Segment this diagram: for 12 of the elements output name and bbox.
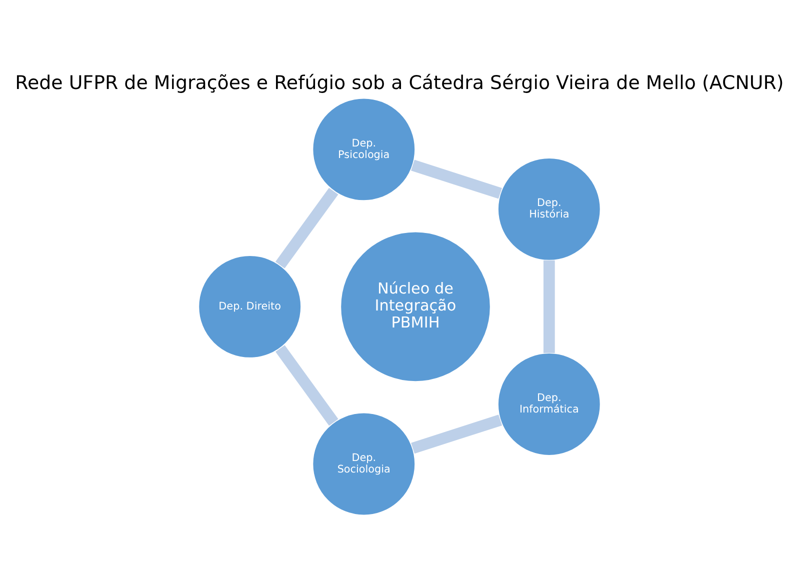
node-circle: Dep. Psicologia [312, 98, 416, 202]
connector [411, 160, 502, 199]
node-circle: Dep. História [498, 158, 601, 261]
connector [276, 345, 338, 426]
node-circle: Dep. Direito [198, 255, 302, 358]
node-circle: Dep. Informática [498, 352, 601, 456]
node-circle: Dep. Sociologia [312, 412, 416, 516]
connector [543, 260, 555, 353]
diagram-title: Rede UFPR de Migrações e Refúgio sob a Cátedra Sérgio Vieira de Mello (ACNUR) [15, 72, 784, 94]
connector [275, 188, 338, 268]
node-circle: Núcleo de Integração PBMIH [340, 231, 491, 382]
connector [411, 414, 502, 454]
